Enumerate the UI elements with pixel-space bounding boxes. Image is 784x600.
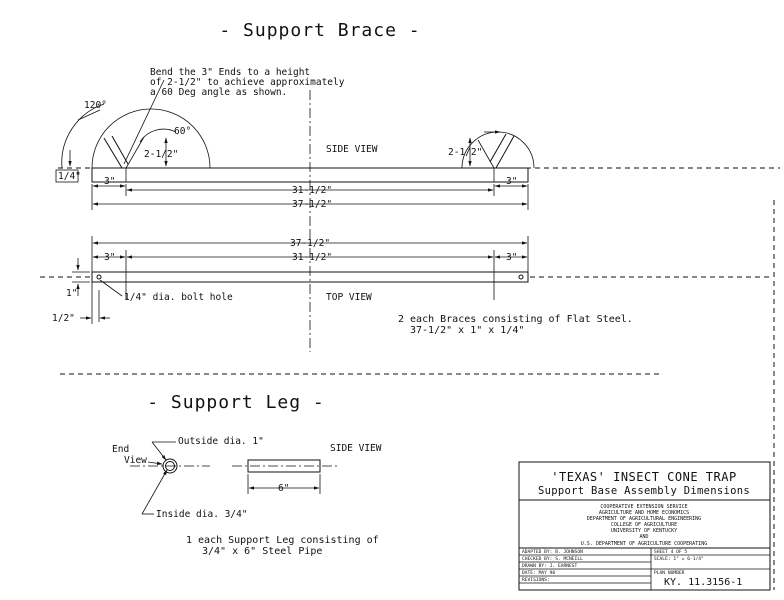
revisions: REVISIONS: (522, 577, 550, 583)
drawn-by: DRAWN BY: J. EARNEST (522, 563, 578, 569)
adapted-by: ADAPTED BY: B. JOHNSON (522, 549, 583, 555)
top-dim-end-left: 3" (104, 252, 115, 263)
thickness-label: 1/4" (58, 171, 81, 182)
top-dim-hole-offset: 1/2" (52, 313, 75, 324)
agency-line-7: U.S. DEPARTMENT OF AGRICULTURE COOPERATI… (581, 541, 707, 547)
agency-line-1: COOPERATIVE EXTENSION SERVICE (600, 504, 687, 510)
title-block-subtitle: Support Base Assembly Dimensions (538, 485, 750, 497)
agency-line-5: UNIVERSITY OF KENTUCKY (611, 528, 677, 534)
bolt-hole-label: 1/4" dia. bolt hole (124, 292, 233, 303)
end-view-label-2: View (124, 455, 147, 466)
drawing-date: DATE: MAY 90 (522, 570, 555, 576)
height-left-label: 2-1/2" (144, 149, 178, 160)
inside-dia-label: Inside dia. 3/4" (156, 509, 248, 520)
brace-note-line-1: 2 each Braces consisting of Flat Steel. (398, 314, 633, 325)
leg-side-view-label: SIDE VIEW (330, 443, 382, 454)
bend-note-line-3: a 60 Deg angle as shown. (150, 87, 287, 98)
support-brace-title: - Support Brace - (219, 20, 420, 41)
height-right-label: 2-1/2" (448, 147, 482, 158)
side-dim-total: 37-1/2" (292, 199, 332, 210)
agency-line-6: AND (639, 534, 648, 540)
support-leg-title: - Support Leg - (147, 392, 325, 413)
angle-120-label: 120° (84, 100, 107, 111)
sheet-number: SHEET 4 OF 5 (654, 549, 687, 555)
side-dim-end-right: 3" (506, 176, 517, 187)
agency-line-4: COLLEGE OF AGRICULTURE (611, 522, 677, 528)
top-dim-total: 37-1/2" (290, 238, 330, 249)
top-dim-mid: 31-1/2" (292, 252, 332, 263)
outside-dia-label: Outside dia. 1" (178, 436, 264, 447)
leg-note-line-1: 1 each Support Leg consisting of (186, 535, 379, 546)
plan-number-label: PLAN NUMBER (654, 570, 685, 576)
support-leg-view: End View Outside dia. 1" Inside dia. 3/4… (112, 436, 382, 557)
side-dim-mid: 31-1/2" (292, 185, 332, 196)
brace-note-line-2: 37-1/2" x 1" x 1/4" (410, 325, 524, 336)
brace-top-view: 37-1/2" 3" 31-1/2" 3" 1" 1/2" 1/4" dia. … (40, 230, 772, 352)
brace-side-view: Bend the 3" Ends to a height of 2-1/2" t… (55, 67, 780, 230)
bend-note-line-1: Bend the 3" Ends to a height (150, 67, 310, 78)
title-block: 'TEXAS' INSECT CONE TRAP Support Base As… (518, 461, 771, 591)
leg-note-line-2: 3/4" x 6" Steel Pipe (202, 546, 322, 557)
top-dim-end-right: 3" (506, 252, 517, 263)
side-dim-end-left: 3" (104, 176, 115, 187)
checked-by: CHECKED BY: S. MCNEILL (522, 556, 583, 562)
scale: SCALE: 1" = 6-1/4" (654, 556, 704, 562)
angle-60-label: 60° (174, 126, 191, 137)
leg-length-label: 6" (278, 483, 289, 494)
title-block-title: 'TEXAS' INSECT CONE TRAP (551, 470, 736, 484)
top-view-label: TOP VIEW (326, 292, 372, 303)
plan-number: KY. 11.3156-1 (664, 577, 742, 588)
top-dim-width: 1" (66, 288, 77, 299)
agency-line-2: AGRICULTURE AND HOME ECONOMICS (599, 510, 689, 516)
end-view-label-1: End (112, 444, 129, 455)
side-view-label: SIDE VIEW (326, 144, 378, 155)
agency-line-3: DEPARTMENT OF AGRICULTURAL ENGINEERING (587, 516, 701, 522)
bend-note-line-2: of 2-1/2" to achieve approximately (150, 77, 345, 88)
